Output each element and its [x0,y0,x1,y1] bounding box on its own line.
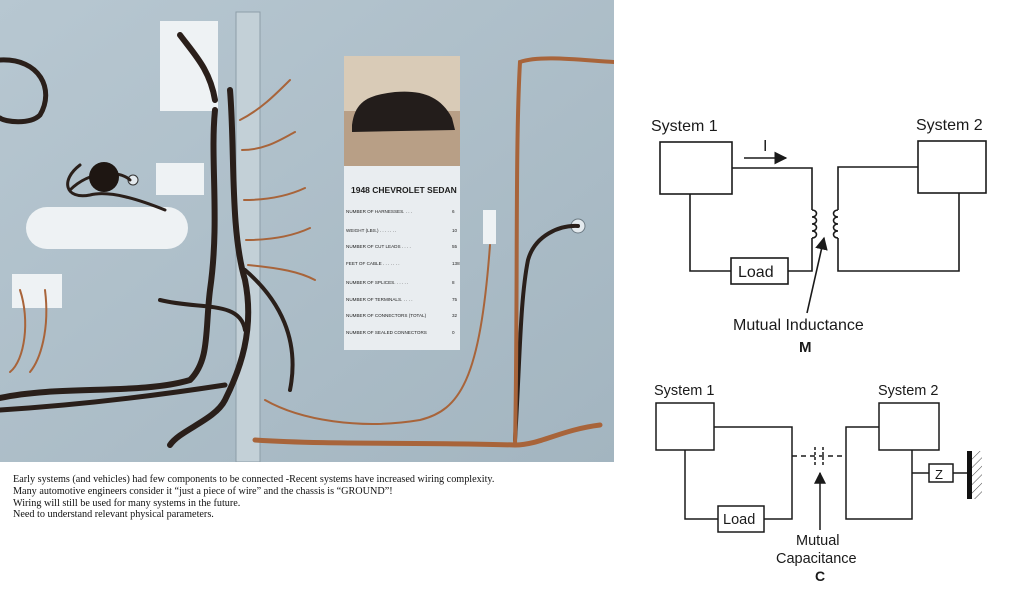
system2-label: System 2 [916,117,983,134]
system1-label: System 1 [651,118,718,135]
system1-box [655,402,715,451]
mutual-inductance-label: Mutual Inductance [733,317,864,334]
left-loop-wire [689,167,813,272]
mutual-label: Mutual [796,533,840,549]
capacitance-symbol: C [815,568,825,584]
placard-row-value: 6 [452,209,455,214]
ground-bar [967,451,972,499]
load-box [730,257,789,285]
capacitance-label: Capacitance [776,551,857,567]
placard-title: 1948 CHEVROLET SEDAN [351,185,457,195]
narrow-right-plate [483,210,496,244]
placard-row-value: 10 [452,228,458,233]
caption-text: Early systems (and vehicles) had few com… [13,474,613,521]
right-loop-wire [837,166,960,272]
placard-row-label: NUMBER OF CUT LEADS . . . . [346,244,411,249]
right-loop-wire [845,426,913,520]
dark-harness-wires [0,32,580,448]
placard-row-label: NUMBER OF CONNECTORS (TOTAL) [346,313,427,318]
copper-harness-wires [9,56,614,448]
distribution-block [89,162,119,192]
system1-box [659,141,733,195]
oval-plate [26,207,188,249]
mutual-inductance-diagram: System 1 System 2 I Load Mutual Inductan… [651,117,987,356]
system2-box [917,140,987,194]
secondary-coil [832,209,839,239]
placard-row-value: 75 [452,297,458,302]
capacitor-plates [814,447,824,465]
primary-coil [811,209,818,239]
ground-hatch [972,451,982,499]
current-label: I [763,138,767,155]
placard-row-value: 138 [452,261,460,266]
left-loop-wire [684,426,793,520]
caption-line: Early systems (and vehicles) had few com… [13,474,495,485]
placard-row-label: NUMBER OF SPLICES. . . . . . [346,280,408,285]
placard-row-label: NUMBER OF SEALED CONNECTORS [346,330,427,335]
load-box [717,505,765,533]
wiring-harness-photo: 1948 CHEVROLET SEDAN NUMBER OF HARNESSES… [0,0,614,462]
system2-box [878,402,940,451]
placard-row-value: 0 [452,330,455,335]
system2-label: System 2 [878,383,938,399]
top-mount-plate [160,21,218,111]
vertical-mounting-bar [235,11,261,462]
caption-line: Wiring will still be used for many syste… [13,497,241,509]
inductance-symbol: M [799,339,812,356]
placard-row-value: 8 [452,280,455,285]
caption-line: Many automotive engineers consider it “j… [13,485,393,497]
load-label: Load [738,264,774,281]
caption-line: Need to understand relevant physical par… [13,509,214,521]
placard-row-value: 32 [452,313,458,318]
placard-row-value: 55 [452,244,458,249]
coupling-pointer-arrow [806,236,828,314]
impedance-box [928,463,954,483]
car-silhouette [352,91,455,132]
system1-label: System 1 [654,383,714,399]
load-label: Load [723,512,755,528]
placard-row-label: FEET OF CABLE . . . . . . . [346,261,400,266]
placard-rows: NUMBER OF HARNESSES. . . . 6 WEIGHT (LBS… [346,209,460,335]
placard-row-label: WEIGHT (LBS.) . . . . . . . [346,228,396,233]
mutual-capacitance-diagram: System 1 System 2 Load Z Mutual Capacita… [654,383,982,584]
placard-card [344,166,460,350]
small-mount-plate [156,163,204,195]
placard-row-label: NUMBER OF HARNESSES. . . . [346,209,412,214]
placard-row-label: NUMBER OF TERMINALS. . . . . [346,297,413,302]
impedance-label: Z [935,467,943,482]
